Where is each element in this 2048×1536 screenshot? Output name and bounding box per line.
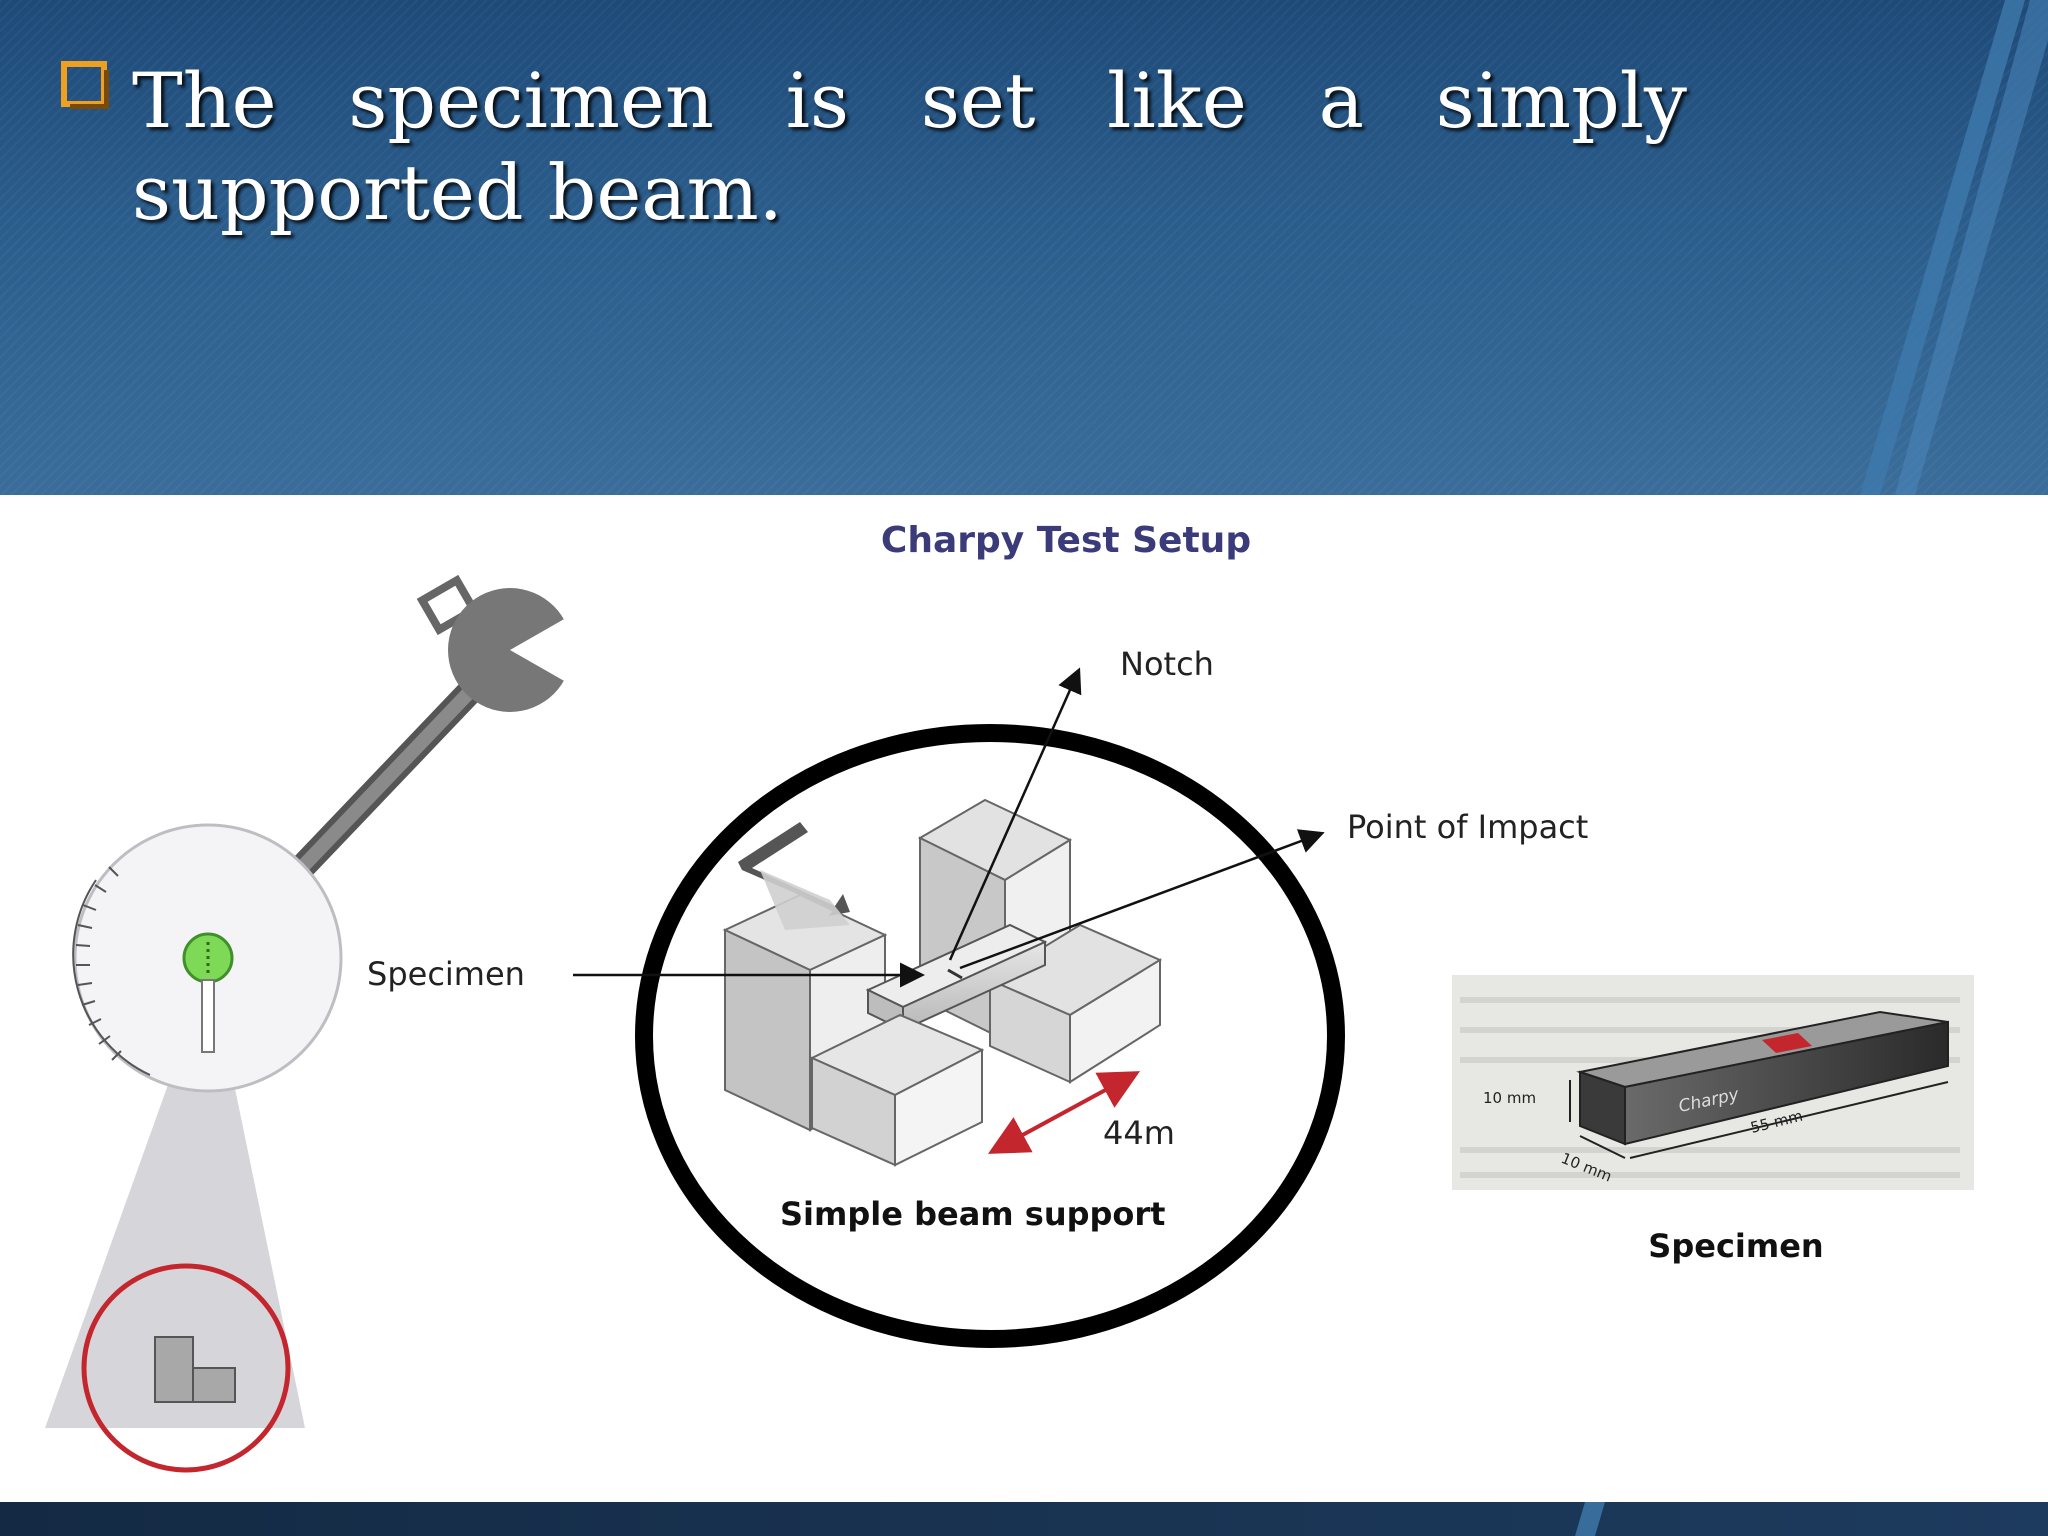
specimen-photo: 10 mm 10 mm 55 mm Charpy [1452,975,1974,1190]
specimen-notch [947,968,963,980]
corner-stripe-decoration [1860,0,2048,495]
impact-label: Point of Impact [1347,808,1588,846]
slide-header-background [0,0,2048,495]
support-label: Simple beam support [780,1195,1165,1233]
specimen-caption: Specimen [1648,1227,1823,1265]
pendulum-hammer [416,574,580,712]
anvil-block [154,1336,194,1403]
height-dimension: 10 mm [1483,1089,1536,1107]
pendulum-swing-shade [45,1040,305,1428]
diagram-title: Charpy Test Setup [881,520,1251,561]
bullet-box-icon [61,61,109,109]
impact-arrow [959,829,1325,970]
striker-edge [738,822,850,916]
charpy-diagram: Charpy Test Setup [0,495,2048,1502]
charpy-diagram-svg: Charpy Test Setup [45,520,1974,1473]
dial-pointer [201,979,215,1053]
beam-support-view [635,724,1345,1348]
specimen-pointer-label: Specimen [367,955,525,993]
length-label: 44m [1103,1114,1175,1152]
notch-label: Notch [1120,645,1214,683]
slide-footer-bar [0,1502,2048,1536]
slide-heading: The specimen is set like a simply suppor… [132,56,1687,237]
specimen-notch-mark [1762,1033,1812,1053]
notch-arrow [948,667,1082,961]
pendulum-machine [45,574,580,1473]
anvil-highlight-circle [81,1263,291,1473]
length-arrow [987,1071,1141,1154]
support-block-front-cube [809,1013,985,1167]
